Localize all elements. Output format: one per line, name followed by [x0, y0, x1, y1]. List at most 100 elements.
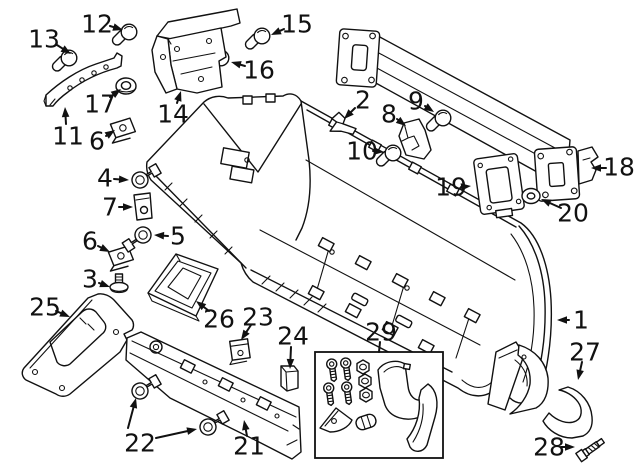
part-label-29[interactable]: 29: [365, 317, 397, 347]
guide-bracket-part-8: [398, 118, 432, 160]
callout-arrowhead-icon: [591, 164, 601, 172]
callout-arrowhead-icon: [460, 183, 471, 191]
callout-arrowhead-icon: [104, 130, 115, 139]
callout-arrows: [55, 23, 607, 451]
side-support-bracket-part-11: [43, 52, 123, 107]
mounting-bracket-part-14: [151, 8, 241, 94]
callout-leader-line: [396, 118, 400, 121]
part-label-23[interactable]: 23: [242, 302, 274, 332]
callout-leader-line: [289, 346, 292, 361]
callout-leader-line: [350, 107, 356, 113]
kit-clip-icon: [355, 413, 377, 431]
impact-bar-part: [335, 28, 599, 202]
clip-part-23: [228, 338, 251, 366]
valance-panel-part-25: [21, 293, 135, 397]
callout-arrowhead-icon: [60, 45, 71, 54]
callout-leader-line: [176, 99, 179, 104]
part-label-5[interactable]: 5: [170, 221, 186, 251]
callout-arrowhead-icon: [129, 398, 138, 409]
callout-arrowhead-icon: [231, 61, 242, 69]
part-label-7[interactable]: 7: [102, 192, 118, 222]
callout-leader-line: [202, 306, 210, 312]
part-label-8[interactable]: 8: [381, 99, 397, 129]
screw-part-15: [244, 27, 271, 50]
callout-arrowhead-icon: [423, 103, 434, 112]
bumper-cover-part: [145, 93, 553, 404]
part-label-20[interactable]: 20: [557, 198, 589, 228]
callout-leader-line: [549, 202, 562, 209]
screw-part-28: [575, 437, 606, 463]
callout-arrowhead-icon: [395, 116, 406, 126]
callout-arrowhead-icon: [344, 109, 354, 119]
callout-arrowhead-icon: [99, 280, 110, 288]
callout-arrowhead-icon: [110, 89, 121, 98]
callout-leader-line: [155, 430, 189, 439]
part-label-22[interactable]: 22: [124, 428, 156, 458]
exhaust-bracket-part-26: [147, 253, 219, 322]
callout-arrowhead-icon: [61, 107, 70, 118]
part-label-6[interactable]: 6: [89, 126, 105, 156]
bumper-corner-brace: [487, 341, 549, 415]
part-label-10[interactable]: 10: [346, 136, 378, 166]
part-label-21[interactable]: 21: [233, 431, 265, 461]
callout-arrowhead-icon: [174, 91, 182, 102]
callout-arrowhead-icon: [241, 329, 250, 340]
step-panel-part-21: [125, 331, 302, 460]
callout-arrowhead-icon: [286, 358, 295, 369]
clip-part-24: [280, 365, 299, 392]
callout-arrowhead-icon: [557, 316, 567, 324]
callout-leader-line: [109, 93, 114, 98]
part-label-28[interactable]: 28: [533, 432, 565, 462]
callout-arrowhead-icon: [565, 443, 575, 451]
nut-part-17: [115, 77, 137, 95]
tree-clip-part-3: [109, 273, 129, 294]
part-label-11[interactable]: 11: [52, 121, 84, 151]
part-label-16[interactable]: 16: [243, 55, 275, 85]
kit-mudflap-rear-icon: [406, 383, 438, 452]
part-label-2[interactable]: 2: [355, 85, 371, 115]
bar-end-cap-part-18: [577, 146, 599, 185]
part-label-12[interactable]: 12: [81, 9, 113, 39]
callout-arrowhead-icon: [112, 23, 123, 31]
part-label-14[interactable]: 14: [157, 99, 189, 129]
part-label-1[interactable]: 1: [573, 305, 589, 335]
kit-nut-icon: [358, 373, 372, 389]
kit-triangle-bracket-icon: [319, 407, 353, 433]
callout-leader-line: [579, 361, 583, 372]
callout-arrowhead-icon: [576, 369, 584, 380]
part-label-13[interactable]: 13: [28, 24, 60, 54]
part-label-6[interactable]: 6: [82, 226, 98, 256]
callout-leader-line: [245, 324, 252, 333]
part-label-9[interactable]: 9: [408, 86, 424, 116]
part-label-4[interactable]: 4: [97, 163, 113, 193]
part-label-25[interactable]: 25: [29, 292, 61, 322]
part-label-19[interactable]: 19: [435, 172, 467, 202]
kit-mudflap-front-icon: [377, 360, 422, 420]
callout-arrowhead-icon: [99, 244, 110, 252]
callout-leader-line: [56, 44, 64, 50]
part-label-18[interactable]: 18: [603, 152, 635, 182]
callout-leader-line: [98, 282, 102, 285]
part-label-3[interactable]: 3: [82, 264, 98, 294]
part-label-17[interactable]: 17: [84, 89, 116, 119]
callout-leader-line: [378, 341, 381, 353]
part-label-15[interactable]: 15: [281, 9, 313, 39]
callout-arrowhead-icon: [123, 203, 133, 211]
callout-arrowhead-icon: [271, 27, 282, 35]
mount-plate-part-19: [473, 153, 525, 219]
part-label-24[interactable]: 24: [277, 321, 309, 351]
part-label-26[interactable]: 26: [203, 304, 235, 334]
callout-leader-line: [97, 245, 103, 249]
part-label-27[interactable]: 27: [569, 337, 601, 367]
callout-arrowhead-icon: [118, 175, 129, 184]
callout-leader-line: [109, 25, 115, 29]
callout-arrowhead-icon: [541, 199, 552, 207]
washer-part-20: [521, 187, 541, 205]
callout-arrowhead-icon: [196, 301, 207, 311]
callout-leader-line: [279, 28, 285, 32]
clip-bracket-part-7: [133, 192, 153, 221]
callout-leader-line: [244, 428, 248, 437]
corner-trim-part-27: [542, 386, 593, 439]
callout-arrowhead-icon: [242, 420, 250, 431]
clip-part-2: [329, 111, 357, 135]
